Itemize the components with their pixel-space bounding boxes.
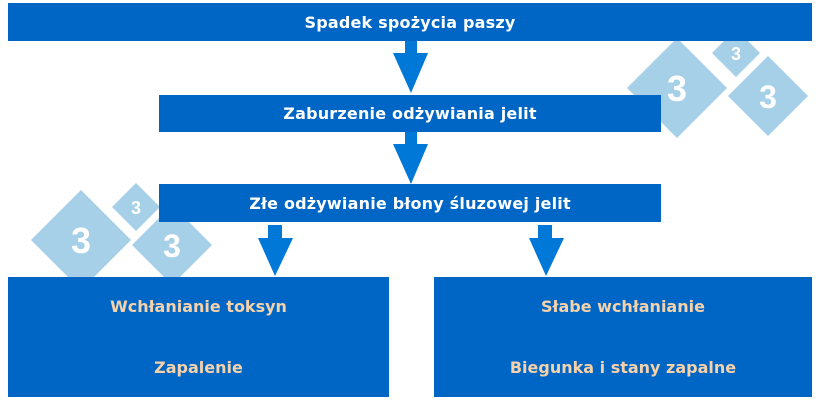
outcome-toxin-absorption: Wchłanianie toksyn <box>8 277 389 336</box>
svg-text:3: 3 <box>71 220 91 261</box>
outcome-block-left: Wchłanianie toksyn Zapalenie <box>8 277 389 397</box>
outcome-label: Wchłanianie toksyn <box>110 297 287 316</box>
flow-step-label: Zaburzenie odżywiania jelit <box>283 104 537 123</box>
svg-text:3: 3 <box>759 79 777 115</box>
outcome-label: Zapalenie <box>154 358 243 377</box>
outcome-block-right: Słabe wchłanianie Biegunka i stany zapal… <box>434 277 812 397</box>
outcome-diarrhea-inflammation: Biegunka i stany zapalne <box>434 338 812 397</box>
svg-text:3: 3 <box>131 198 141 218</box>
flow-step-mucosa-malnutrition: Złe odżywianie błony śluzowej jelit <box>159 184 661 222</box>
outcome-label: Biegunka i stany zapalne <box>509 358 737 377</box>
flow-step-gut-nutrition-disorder: Zaburzenie odżywiania jelit <box>159 95 661 132</box>
flow-step-feed-intake-drop: Spadek spożycia paszy <box>8 3 812 41</box>
outcome-poor-absorption: Słabe wchłanianie <box>434 277 812 336</box>
outcome-label: Słabe wchłanianie <box>541 297 705 316</box>
flow-step-label: Złe odżywianie błony śluzowej jelit <box>249 193 571 213</box>
logo-left: 3 3 3 <box>31 183 212 290</box>
svg-text:3: 3 <box>163 228 181 264</box>
flow-step-label: Spadek spożycia paszy <box>304 12 516 32</box>
svg-text:3: 3 <box>667 68 687 109</box>
outcome-inflammation: Zapalenie <box>8 338 389 397</box>
svg-text:3: 3 <box>731 44 741 64</box>
